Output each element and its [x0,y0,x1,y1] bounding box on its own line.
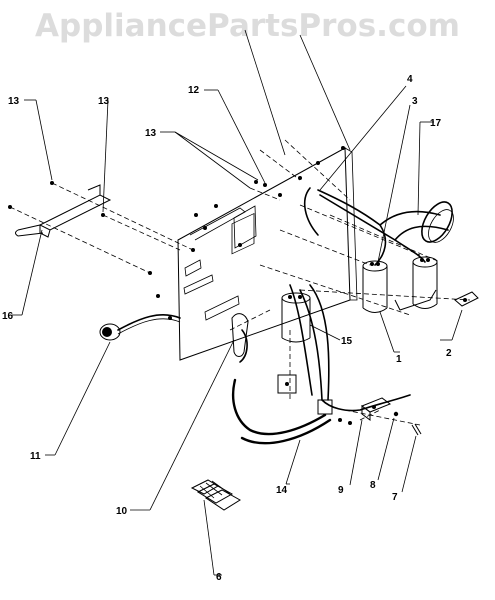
wire-harness-part-17 [303,187,454,266]
callout-1: 1 [396,354,402,365]
callout-10: 10 [116,506,128,517]
capacitor-bracket-part-2 [394,289,479,311]
run-capacitors-part-1 [362,256,438,313]
callout-16: 16 [2,311,14,322]
connector-clips-part-6 [190,479,241,511]
callout-13-mid: 13 [98,96,110,107]
callout-6: 6 [216,572,222,583]
power-cord-part-11 [99,314,181,341]
callout-13-left: 13 [8,96,20,107]
callout-17: 17 [430,118,442,129]
callout-14: 14 [276,485,288,496]
relay-part-10 [231,313,249,363]
leader-lines [12,29,463,576]
callout-7: 7 [392,492,398,503]
callout-13-upper: 13 [145,128,157,139]
callout-2: 2 [446,348,452,359]
pin-part-7 [411,423,422,436]
screw-part-8 [393,411,399,417]
callout-labels: 13 13 13 12 4 3 17 16 15 1 2 11 14 9 8 7… [2,74,452,583]
terminal-block-part-9 [360,397,392,421]
callout-11: 11 [30,451,41,462]
callout-9: 9 [338,485,344,496]
callout-8: 8 [370,480,376,491]
capacitor-part-15 [277,292,311,394]
callout-4: 4 [407,74,413,85]
bracket-part-16 [8,181,112,238]
callout-3: 3 [412,96,418,107]
callout-12: 12 [188,85,200,96]
control-panel [148,146,358,361]
alignment-lines [9,139,471,426]
wiring-bundle-part-14 [231,284,411,445]
callout-15: 15 [341,336,353,347]
